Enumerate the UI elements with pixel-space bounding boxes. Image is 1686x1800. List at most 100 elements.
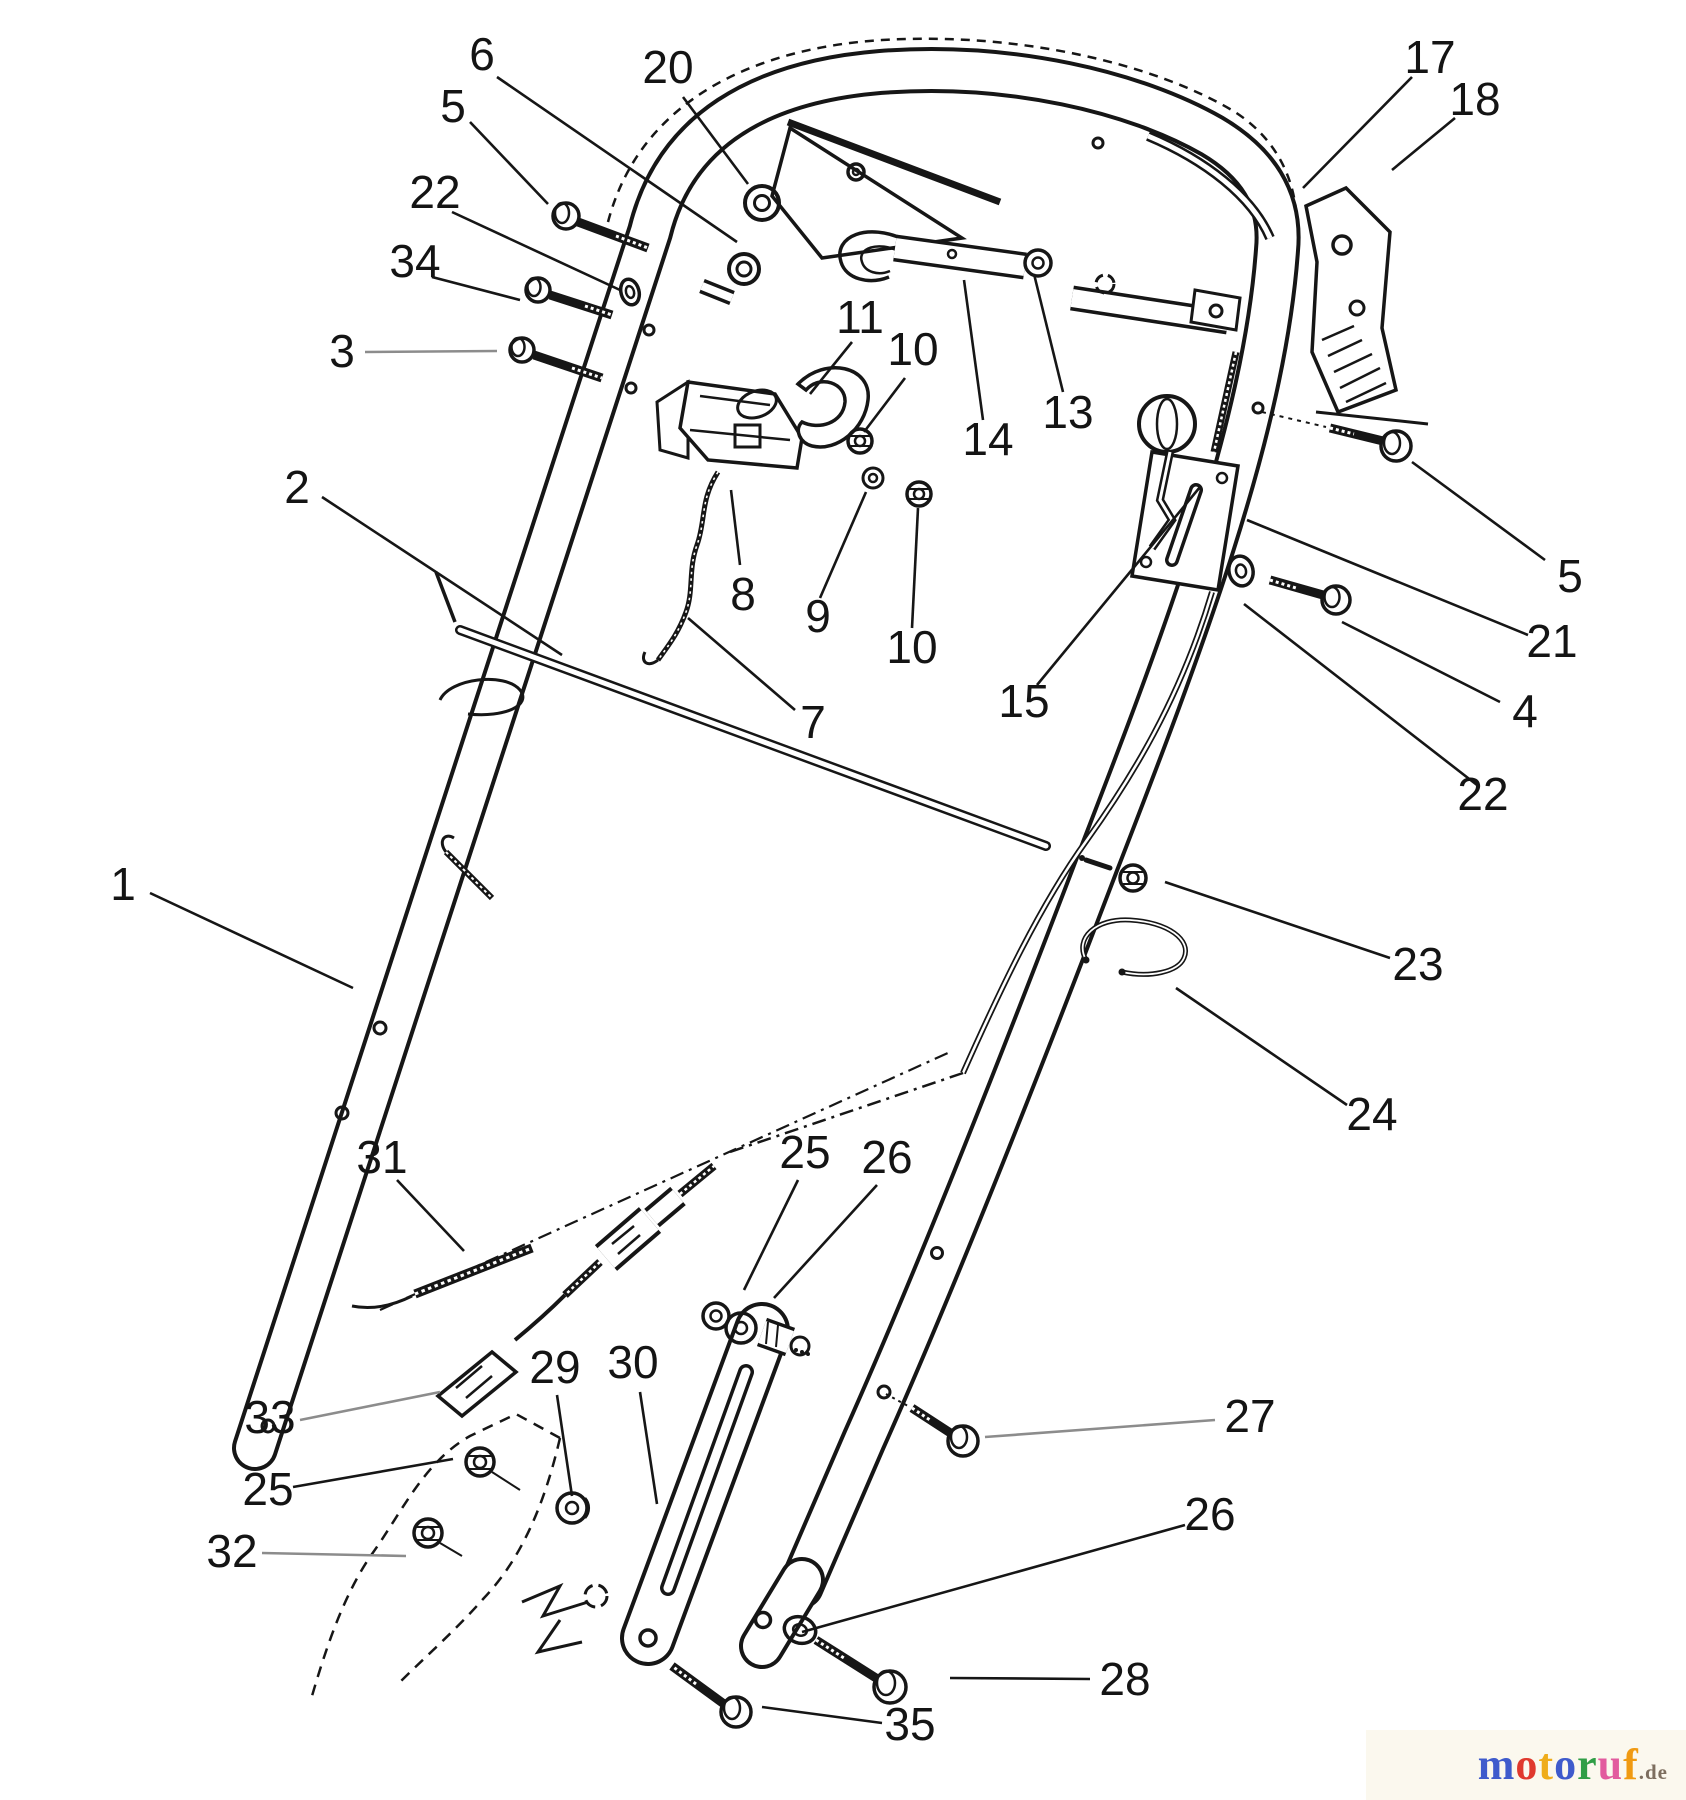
bolt-28 [813, 1636, 908, 1705]
top-gusset-plate [770, 118, 1002, 260]
washer-26-lower [782, 1614, 818, 1646]
callout-leader-1 [149, 891, 354, 990]
bolt-3 [508, 336, 604, 383]
latch-rod-14 [838, 230, 1242, 335]
handle-motion-arc [606, 37, 1299, 241]
callout-label-27: 27 [1224, 1390, 1275, 1442]
watermark-background [1366, 1730, 1686, 1800]
callout-label-35: 35 [884, 1698, 935, 1750]
callout-leader-15 [1035, 486, 1202, 686]
watermark-letter: r [1577, 1740, 1598, 1789]
callout-label-20: 20 [642, 41, 693, 93]
cable-assembly-31 [351, 1162, 717, 1419]
callout-label-2: 2 [284, 461, 310, 513]
callout-label-22: 22 [1457, 768, 1508, 820]
callout-label-18: 18 [1449, 73, 1500, 125]
nut-25-lower [464, 1446, 521, 1491]
callout-label-10: 10 [887, 323, 938, 375]
bolt-27 [909, 1404, 980, 1458]
retainer-wire-loop [438, 677, 525, 717]
callout-leader-8 [729, 489, 742, 566]
callout-leader-25 [742, 1179, 800, 1291]
spring-pin-31-target [440, 834, 495, 901]
callout-leader-10 [862, 377, 907, 433]
watermark-letter: t [1538, 1740, 1555, 1789]
callout-label-32: 32 [206, 1525, 257, 1577]
callout-leader-21 [1246, 518, 1529, 637]
nut-32 [412, 1517, 463, 1557]
callout-label-30: 30 [607, 1336, 658, 1388]
callout-leader-9 [818, 491, 868, 599]
bushing-6 [699, 252, 761, 305]
callout-leader-24 [1175, 986, 1348, 1107]
callout-leader-31 [396, 1179, 465, 1252]
handle-frame [232, 37, 1301, 1669]
callout-leader-10 [910, 507, 920, 629]
callout-leader-30 [638, 1391, 659, 1505]
cross-rod-2 [434, 571, 1051, 901]
callout-leader-34 [431, 275, 521, 302]
watermark-letter: o [1554, 1740, 1578, 1789]
callout-leader-13 [1032, 273, 1065, 393]
callout-leader-22 [451, 210, 621, 292]
support-strap-30 [620, 1302, 790, 1666]
callout-label-9: 9 [805, 590, 831, 642]
callout-leader-22 [1243, 602, 1478, 787]
lower-cable-run [379, 591, 1215, 1407]
callout-label-17: 17 [1404, 31, 1455, 83]
mower-deck-outline [310, 1412, 609, 1697]
cable-hook-11 [736, 366, 870, 449]
nut-10-upper [846, 427, 874, 455]
bolt-5-left [551, 201, 650, 253]
nut-10-lower [905, 480, 933, 508]
callout-label-22: 22 [409, 166, 460, 218]
callout-label-1: 1 [110, 858, 136, 910]
bolt-stack-25-26 [701, 1301, 811, 1357]
washer-21 [1227, 554, 1255, 588]
callout-label-7: 7 [800, 696, 826, 748]
watermark-letter: f [1623, 1740, 1639, 1789]
callout-label-26: 26 [1184, 1488, 1235, 1540]
handle-trim-17 [1146, 131, 1275, 241]
callout-leader-33 [299, 1390, 441, 1422]
callout-leader-25 [292, 1457, 454, 1489]
callout-leader-6 [496, 75, 738, 244]
bushing-20 [743, 184, 781, 222]
callout-leader-5 [469, 121, 549, 205]
callout-label-5: 5 [1557, 550, 1583, 602]
callout-label-26: 26 [861, 1131, 912, 1183]
bolt-4 [1268, 575, 1352, 616]
watermark-letter: m [1477, 1740, 1516, 1789]
watermark-logo: motoruf.de [1478, 1739, 1668, 1790]
bolt-34 [524, 276, 614, 320]
callout-leader-3 [364, 349, 498, 354]
callout-label-34: 34 [389, 235, 440, 287]
callout-leader-23 [1164, 880, 1391, 960]
watermark-suffix: .de [1638, 1760, 1668, 1784]
callout-label-28: 28 [1099, 1653, 1150, 1705]
callout-leader-7 [687, 617, 796, 711]
callout-leader-5 [1411, 460, 1546, 562]
callout-label-25: 25 [242, 1463, 293, 1515]
callout-label-21: 21 [1526, 615, 1577, 667]
bolt-35 [669, 1662, 753, 1729]
washer-29 [555, 1491, 590, 1525]
cable-clamp-8 [655, 379, 804, 470]
callout-label-8: 8 [730, 568, 756, 620]
bolt-5-right [1261, 411, 1413, 463]
callout-label-4: 4 [1512, 685, 1538, 737]
callout-label-25: 25 [779, 1126, 830, 1178]
callout-leader-17 [1302, 76, 1413, 189]
callout-leader-20 [681, 96, 750, 185]
cotter-pin [1079, 855, 1113, 871]
lever-assembly-15 [1129, 351, 1241, 593]
callout-label-14: 14 [962, 413, 1013, 465]
callout-label-33: 33 [244, 1391, 295, 1443]
callout-leader-35 [761, 1705, 883, 1725]
watermark-word: motoruf [1478, 1740, 1639, 1789]
circlip-24 [1080, 917, 1188, 977]
callout-leader-27 [984, 1418, 1216, 1439]
callout-leader-28 [949, 1676, 1091, 1681]
